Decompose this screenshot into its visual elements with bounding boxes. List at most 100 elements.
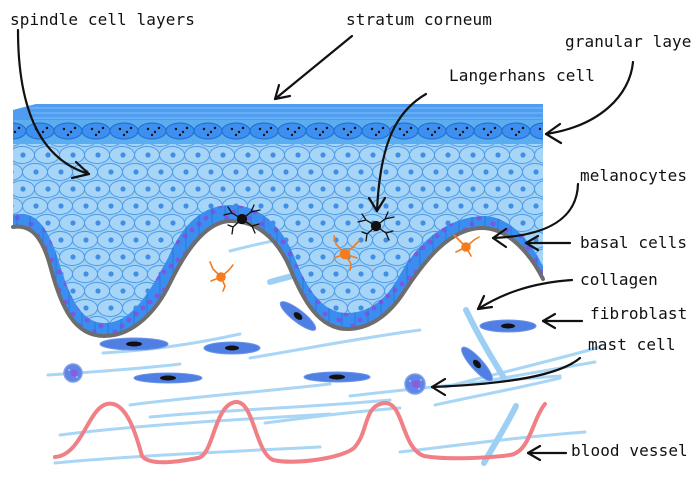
spindle-cell — [10, 181, 35, 198]
basal-cell-nucleus — [15, 288, 20, 293]
spindle-cell — [23, 300, 48, 317]
basal-cell-nucleus — [498, 288, 503, 293]
basal-cell-nucleus — [43, 282, 48, 287]
spindle-cell — [23, 266, 48, 283]
spindle-cell — [323, 266, 348, 283]
basal-cell-nucleus — [29, 348, 34, 353]
blood-vessel-arrow — [528, 446, 566, 460]
granular-cell — [222, 123, 250, 139]
basal-cell-nucleus — [372, 342, 377, 347]
basal-cell-nucleus — [463, 282, 468, 287]
basal-cell-nucleus — [260, 330, 265, 335]
basal-cell-nucleus — [533, 330, 538, 335]
spindle-cell — [248, 164, 273, 181]
basal-cell-nucleus — [421, 318, 426, 323]
basal-cell-nucleus — [547, 354, 552, 359]
spindle-cell — [385, 181, 410, 198]
spindle-cell — [485, 181, 510, 198]
spindle-cell — [98, 232, 123, 249]
basal-cell-nucleus — [253, 300, 258, 305]
basal-cell-nucleus — [519, 270, 524, 275]
basal-cell-nucleus — [183, 234, 188, 239]
spindle-cell — [410, 283, 435, 300]
basal-cell-nucleus — [225, 252, 230, 257]
basal-cell-nucleus — [218, 258, 223, 263]
basal-cell-nucleus — [15, 342, 20, 347]
spindle-cell — [123, 266, 148, 283]
spindle-cell — [185, 283, 210, 300]
basal-cell-nucleus — [253, 336, 258, 341]
basal-cell-nucleus — [8, 330, 13, 335]
basal-cell-nucleus — [267, 342, 272, 347]
basal-cell-nucleus — [190, 354, 195, 359]
basal-cell-nucleus — [22, 318, 27, 323]
spindle-cell — [435, 147, 460, 164]
basal-cell-nucleus — [204, 270, 209, 275]
basal-cell-nucleus — [449, 294, 454, 299]
spindle-cell — [360, 283, 385, 300]
fibroblast-nucleus — [329, 375, 345, 380]
spindle-cell — [398, 232, 423, 249]
basal-cell-nucleus — [64, 336, 69, 341]
spindle-cell — [110, 249, 135, 266]
basal-cell-nucleus — [239, 276, 244, 281]
spindle-cell — [473, 266, 498, 283]
basal-cell-nucleus — [176, 330, 181, 335]
spindle-cell — [473, 198, 498, 215]
basal-cell-nucleus — [15, 324, 20, 329]
basal-cell-nucleus — [274, 264, 279, 269]
basal-cell-nucleus — [288, 288, 293, 293]
basal-cell-nucleus — [267, 288, 272, 293]
spindle-cell — [60, 215, 85, 232]
basal-cell-nucleus — [204, 216, 209, 221]
spindle-cell — [335, 181, 360, 198]
mast-cell-nucleus — [71, 370, 78, 377]
spindle-cell — [135, 181, 160, 198]
spindle-cell — [10, 249, 35, 266]
granular-cell — [474, 123, 502, 139]
spindle-cell — [298, 198, 323, 215]
basal-cell-nucleus — [519, 342, 524, 347]
mast-cell-granule — [68, 369, 70, 371]
spindle-cell — [223, 232, 248, 249]
spindle-cell — [523, 164, 548, 181]
basal-cell-nucleus — [246, 306, 251, 311]
basal-cell-nucleus — [197, 258, 202, 263]
basal-cell-nucleus — [512, 276, 517, 281]
basal-cell-nucleus — [253, 264, 258, 269]
granular-cell — [306, 123, 334, 139]
granular-cell — [502, 123, 530, 139]
spindle-cell — [335, 283, 360, 300]
basal-cell-nucleus — [554, 330, 559, 335]
spindle-cell — [110, 283, 135, 300]
basal-cell-nucleus — [50, 294, 55, 299]
spindle-cell — [273, 164, 298, 181]
basal-cell-nucleus — [267, 252, 272, 257]
spindle-cell — [235, 181, 260, 198]
basal-cell-nucleus — [435, 306, 440, 311]
basal-cell-nucleus — [533, 348, 538, 353]
spindle-cell — [85, 147, 110, 164]
basal-cell-nucleus — [85, 336, 90, 341]
spindle-cell — [348, 232, 373, 249]
spindle-cell — [410, 181, 435, 198]
basal-cell-nucleus — [519, 252, 524, 257]
collagen-arrow — [478, 280, 572, 309]
basal-cell-nucleus — [400, 336, 405, 341]
basal-cell-nucleus — [498, 342, 503, 347]
granular-cell — [194, 123, 222, 139]
basal-cell-nucleus — [470, 276, 475, 281]
spindle-cell — [85, 249, 110, 266]
basal-cell-nucleus — [547, 210, 552, 215]
spindle-cell — [398, 198, 423, 215]
spindle-cell — [373, 232, 398, 249]
basal-cell-nucleus — [372, 306, 377, 311]
spindle-cell — [348, 198, 373, 215]
spindle-cell — [148, 198, 173, 215]
basal-cell-nucleus — [211, 318, 216, 323]
basal-cell-nucleus — [358, 318, 363, 323]
basal-cell-nucleus — [456, 288, 461, 293]
fibroblast-nucleus — [501, 324, 515, 329]
basal-cell-nucleus — [29, 240, 34, 245]
